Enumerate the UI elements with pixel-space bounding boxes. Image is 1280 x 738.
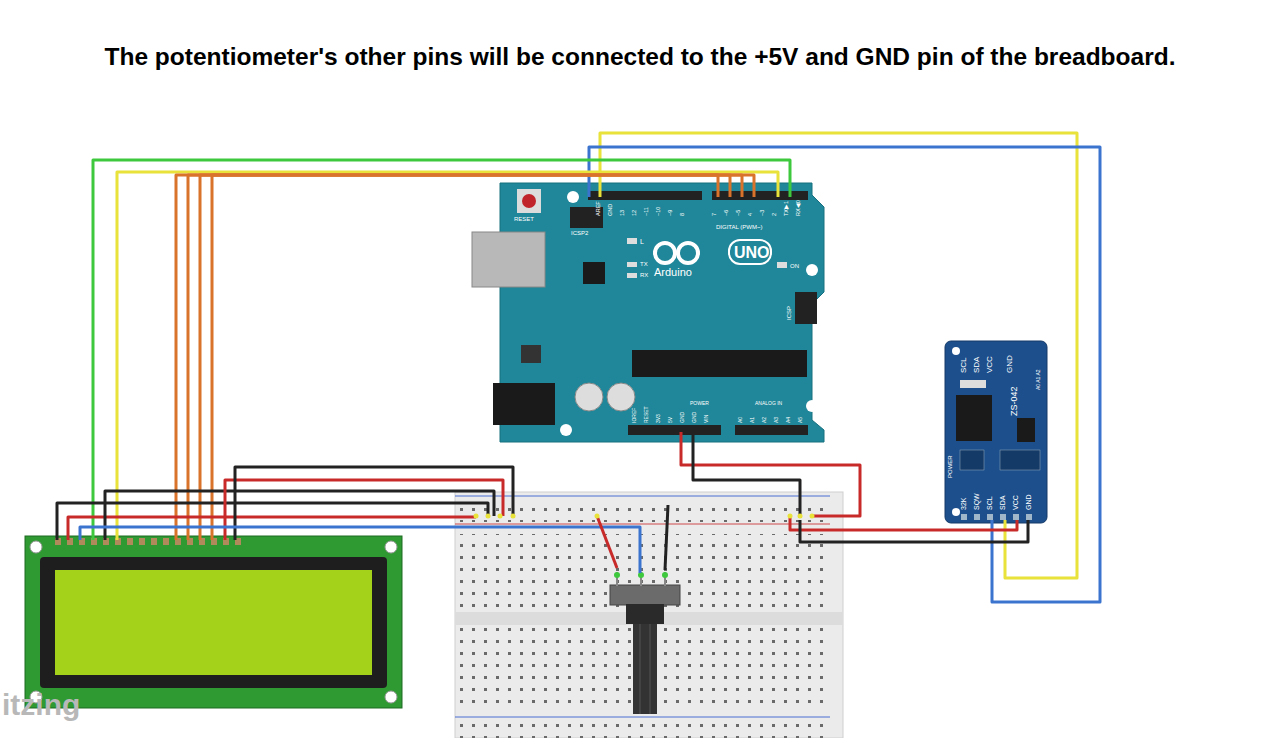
pin-label: VCC (1012, 495, 1019, 510)
potentiometer (610, 572, 680, 714)
pin-label: 2 (772, 213, 778, 216)
section-label: POWER (690, 401, 709, 406)
pin-label: A4 (786, 417, 791, 423)
pin-label: RX◀0 (796, 200, 802, 216)
rtc-module (945, 341, 1047, 523)
header-label: ICSP2 (571, 230, 588, 236)
pin-label: AREF (596, 201, 602, 216)
pin-label: 7 (712, 213, 718, 216)
pin-label: TX▶1 (784, 201, 790, 216)
pin-label: 32K (960, 498, 967, 510)
section-label: DIGITAL (PWM~) (716, 224, 763, 230)
pin-label: A3 (774, 417, 779, 423)
pin-label: IOREF (632, 408, 637, 423)
watermark: itzing (2, 690, 80, 720)
pin-label: A2 (762, 417, 767, 423)
pin-label: ~3 (760, 210, 766, 216)
pin-label: GND (1025, 494, 1032, 510)
logo-text: UNO (734, 245, 770, 261)
caption-title: The potentiometer's other pins will be c… (0, 43, 1280, 71)
pin-label: RESET (644, 406, 649, 423)
pin-label: GND (692, 412, 697, 423)
pin-label: GND (1006, 355, 1014, 373)
led-label: TX (640, 261, 648, 267)
logo-text: Arduino (654, 267, 692, 278)
pin-label: GND (608, 204, 614, 216)
section-label: ANALOG IN (755, 401, 782, 406)
header-label: ICSP (786, 306, 792, 320)
button-label: RESET (514, 216, 534, 222)
highlighted-holes (474, 514, 815, 519)
pin-label: VCC (986, 356, 994, 373)
pin-label: VIN (704, 415, 709, 423)
pin-label: ~10 (656, 207, 662, 216)
pin-label: SCL (986, 496, 993, 510)
pin-label: A5 (798, 417, 803, 423)
pin-label: SDA (999, 496, 1006, 510)
pin-label: 3V3 (656, 414, 661, 423)
led-label: L (640, 238, 644, 245)
module-label: ZS-042 (1010, 386, 1019, 416)
led-label: POWER (947, 455, 953, 478)
pin-label: ~11 (644, 207, 650, 216)
wires (57, 133, 1100, 602)
pin-label: ~5 (736, 210, 742, 216)
arduino-board (472, 183, 824, 442)
pin-label: GND (680, 412, 685, 423)
pin-label: A1 (750, 417, 755, 423)
pin-label: A0 (738, 417, 743, 423)
pin-label: 8 (680, 213, 686, 216)
pin-label: SQW (973, 493, 980, 510)
lcd-module (25, 536, 402, 708)
pin-label: ~6 (724, 210, 730, 216)
led-label: RX (640, 272, 648, 278)
pin-label: 5V (668, 417, 673, 423)
breadboard (455, 492, 843, 738)
pin-label: 12 (632, 210, 638, 216)
pin-label: 13 (620, 210, 626, 216)
pin-label: SDA (973, 357, 981, 373)
pin-label: 4 (748, 213, 754, 216)
pin-label: A0 A1 A2 (1036, 369, 1041, 390)
pin-label: SCL (960, 357, 968, 373)
led-label: ON (790, 263, 799, 269)
pin-label: ~9 (668, 210, 674, 216)
